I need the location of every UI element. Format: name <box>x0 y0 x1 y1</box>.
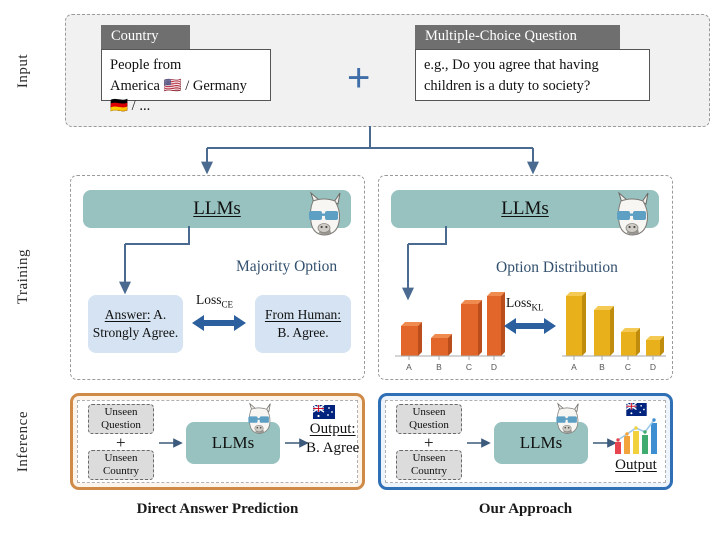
country-line-2: America 🇺🇸 / Germany 🇩🇪 / ... <box>110 77 247 115</box>
left-unseen-c-line2: Country <box>102 465 140 477</box>
llama-sunglasses-icon <box>248 402 271 434</box>
country-card-body: People from America 🇺🇸 / Germany 🇩🇪 / ..… <box>101 49 271 114</box>
australia-flag-icon <box>626 403 647 416</box>
bars-human <box>566 292 664 356</box>
inference-left-llm-label: LLMs <box>211 433 255 452</box>
loss-kl-text: Loss <box>506 295 532 310</box>
option-distribution-label: Option Distribution <box>496 259 618 276</box>
loss-ce-text: Loss <box>196 292 222 307</box>
rail-label-input: Input <box>0 12 46 130</box>
left-inference-arrow-1 <box>159 438 183 448</box>
rail-label-inference: Inference <box>0 392 46 492</box>
answer-box-letter: A. <box>150 307 167 323</box>
question-card-header: Multiple-Choice Question <box>415 25 620 49</box>
right-inference-arrow-1 <box>467 438 491 448</box>
loss-kl-label: LossKL <box>506 295 544 313</box>
loss-ce-sub: CE <box>221 299 234 310</box>
llama-sunglasses-icon <box>556 402 579 434</box>
left-inference-plus: + <box>116 433 126 452</box>
left-output-value: B. Agree <box>306 439 360 456</box>
training-left-panel <box>70 175 365 380</box>
growth-bar-chart-icon <box>615 418 657 454</box>
training-right-llm-label: LLMs <box>501 198 549 219</box>
llama-sunglasses-icon <box>309 191 341 236</box>
right-unseen-q-line1: Unseen <box>412 405 446 418</box>
question-card-body: e.g., Do you agree that having children … <box>415 49 650 101</box>
llama-sunglasses-icon <box>617 191 649 236</box>
training-right-llm-to-chart-arrow <box>402 226 447 301</box>
loss-ce-double-arrow <box>192 315 246 331</box>
human-chart-tick-a: A <box>571 362 577 372</box>
majority-option-label: Majority Option <box>236 258 338 275</box>
australia-flag-icon <box>313 405 335 419</box>
left-inference-caption: Direct Answer Prediction <box>136 501 299 517</box>
human-chart-tick-b: B <box>599 362 605 372</box>
human-box-line-1: From Human: <box>264 307 342 323</box>
left-unseen-q-line2: Question <box>101 419 141 431</box>
answer-box-line-2: Strongly Agree. <box>92 325 179 340</box>
training-left-llm-label: LLMs <box>193 198 241 219</box>
left-inference-arrow-2 <box>285 438 309 448</box>
question-line-2: children is a duty to society? <box>424 77 591 94</box>
left-output-text: Output: B. Agree <box>306 420 359 458</box>
answer-box-underlined: Answer: <box>104 307 151 323</box>
rail-inference-text: Inference <box>14 411 31 473</box>
training-right-panel <box>378 175 673 380</box>
right-inference-plus: + <box>424 433 434 452</box>
loss-ce-label: LossCE <box>196 292 233 310</box>
model-chart-tick-c: C <box>465 362 473 372</box>
rail-input-text: Input <box>14 53 31 89</box>
left-unseen-q-line1: Unseen <box>104 405 138 418</box>
right-unseen-c-line2: Country <box>410 465 448 477</box>
right-output-text: Output <box>606 456 666 475</box>
model-chart-tick-a: A <box>406 362 412 372</box>
human-chart-tick-d: D <box>649 362 657 372</box>
right-unseen-q-line2: Question <box>409 419 449 431</box>
training-left-llm-box[interactable]: LLMs <box>83 190 351 228</box>
training-human-box: From Human: B. Agree. <box>255 295 351 353</box>
right-inference-arrow-2 <box>593 438 617 448</box>
training-right-llm-box[interactable]: LLMs <box>391 190 659 228</box>
human-option-distribution-chart <box>562 292 666 360</box>
country-card-header: Country <box>101 25 190 49</box>
inference-right-llm-label: LLMs <box>519 433 563 452</box>
left-unseen-c-line1: Unseen <box>104 451 138 464</box>
loss-kl-sub: KL <box>531 302 544 313</box>
human-box-line-2: B. Agree. <box>277 325 329 340</box>
bars-model <box>401 292 505 356</box>
question-line-1: e.g., Do you agree that having <box>424 57 599 73</box>
input-to-training-connector <box>201 126 539 175</box>
rail-training-text: Training <box>14 249 31 305</box>
model-option-distribution-chart <box>395 292 505 360</box>
loss-kl-double-arrow <box>504 318 556 334</box>
country-line-1: People from <box>110 57 182 73</box>
training-left-llm-to-answer-arrow <box>119 226 190 295</box>
training-answer-box: Answer: A. Strongly Agree. <box>88 295 183 353</box>
left-output-label: Output: <box>309 421 356 437</box>
human-chart-tick-c: C <box>624 362 632 372</box>
model-chart-tick-d: D <box>490 362 498 372</box>
model-chart-tick-b: B <box>436 362 442 372</box>
right-output-label: Output <box>615 457 657 473</box>
right-unseen-c-line1: Unseen <box>412 451 446 464</box>
rail-label-training: Training <box>0 172 46 382</box>
right-inference-caption: Our Approach <box>478 501 573 517</box>
input-plus-sign: + <box>347 56 371 100</box>
